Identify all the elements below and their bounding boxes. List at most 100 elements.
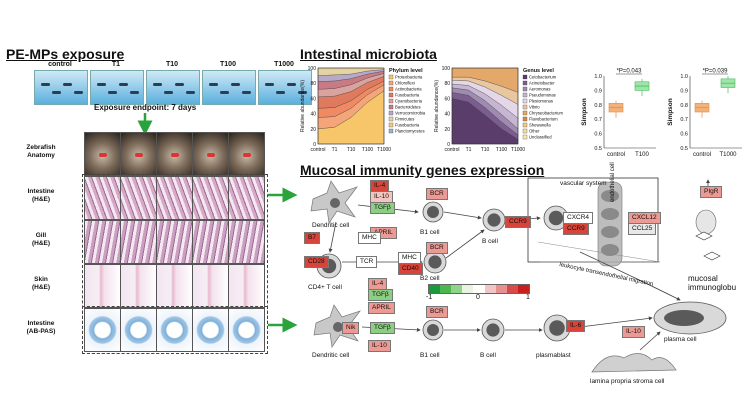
dendritic-cell-2-nucleus [333, 322, 343, 332]
phylum-svg-legend-title: Phylum level [389, 68, 423, 74]
histology-panel-2-3 [192, 220, 229, 264]
dendritic-cell-label-2: Dendritic cell [312, 352, 350, 359]
genus-svg-legend-label-8: Shewanella [529, 123, 551, 128]
histology-panel-1-2 [156, 176, 193, 220]
simpson2-ytick-4: 0.9 [680, 88, 688, 94]
endothelial-nucleus-0 [601, 190, 619, 202]
phylum-svg-legend-label-8: Fusobacteria [395, 123, 420, 128]
phylum-svg-ytick-2: 40 [310, 112, 316, 118]
simpson2-ytick-3: 0.8 [680, 103, 688, 109]
b-cell-label-1: B cell [482, 238, 498, 245]
row-label-2: Gill (H&E) [31, 232, 51, 247]
gene-il4b: IL-4 [368, 278, 388, 290]
scale-mid: 0 [476, 294, 480, 301]
simpson2-ylabel: Simpson [667, 98, 674, 125]
histology-panel-1-3 [192, 176, 229, 220]
phylum-svg-xtick-2: T10 [347, 147, 356, 153]
arrow-b1-b [443, 211, 482, 220]
gene-bcr2: BCR [426, 242, 448, 254]
genus-svg-legend-label-9: Other [529, 129, 540, 134]
scale-swatch-2 [451, 285, 463, 293]
phylum-svg-legend-swatch-6 [388, 110, 394, 116]
b1-cell-label-1: B1 cell [420, 229, 440, 236]
genus-svg-legend-swatch-10 [522, 134, 528, 140]
phylum-svg-legend-swatch-8 [388, 122, 394, 128]
phylum-svg-legend-swatch-4 [388, 98, 394, 104]
arrow-stroma-plasma [639, 331, 661, 351]
phylum-svg-xtick-0: control [310, 147, 325, 153]
histology-panel-1-1 [120, 176, 157, 220]
scale-swatch-1 [440, 285, 452, 293]
tank-image-3 [202, 70, 256, 105]
phylum-svg-legend-swatch-1 [388, 80, 394, 86]
scale-swatch-3 [462, 285, 474, 293]
histology-panel-0-2 [156, 132, 193, 176]
b-cell-vascular-nucleus [548, 210, 564, 226]
phylum-svg-legend-label-4: Cyanobacteria [395, 99, 423, 104]
simpson2-ytick-5: 1.0 [680, 74, 688, 80]
b1-cell-label-2: B1 cell [420, 352, 440, 359]
arrow-dc1-t [328, 221, 337, 253]
simpson1-pval: *P=0.043 [617, 69, 643, 75]
histology-panel-1-4 [228, 176, 265, 220]
scale-swatch-4 [473, 285, 485, 293]
gene-tgfb1: TGFβ [370, 202, 395, 214]
phylum-svg-legend-swatch-0 [388, 74, 394, 80]
histology-panel-0-1 [120, 132, 157, 176]
phylum-svg-legend-label-1: Chloroflexi [395, 81, 415, 86]
genus-svg-legend-swatch-3 [522, 92, 528, 98]
endothelial-nucleus-1 [601, 208, 619, 220]
endothelial-nucleus-2 [601, 226, 619, 238]
phylum-svg-legend-label-3: Fusobacteria [395, 93, 420, 98]
phylum-svg-xtick-3: T100 [362, 147, 374, 153]
dendritic-cell-1-nucleus [330, 198, 340, 208]
simpson2-pval: *P=0.039 [703, 69, 729, 75]
tank-label-0: control [48, 61, 72, 68]
genus-svg-xtick-2: T10 [481, 147, 490, 153]
genus-svg-xtick-0: control [444, 147, 459, 153]
phylum-svg-legend-label-6: Verrucomicrobia [395, 111, 426, 116]
genus-svg-legend-label-0: Cetobacterium [529, 75, 557, 80]
mucosal-immunoglobulin-label: mucosal immunoglobu [688, 274, 737, 292]
genus-svg-legend-label-5: Vibrio [529, 105, 540, 110]
tank-label-1: T1 [111, 61, 121, 68]
gene-mhc1: MHC [358, 232, 381, 244]
arrow-migration [579, 251, 681, 301]
phylum-svg-legend-label-9: Planctomycetes [395, 129, 425, 134]
gene-il10b: IL-10 [368, 340, 391, 352]
genus-svg-legend-label-4: Plesiomonas [529, 99, 553, 104]
simpson1-ytick-4: 0.9 [594, 88, 602, 94]
endothelial-cell-label: endothelial cell [610, 162, 616, 202]
cd4-t-cell-label: CD4+ T cell [308, 284, 342, 291]
gene-cd40: CD40 [398, 263, 423, 275]
genus-svg-legend-swatch-6 [522, 110, 528, 116]
immunity-title: Mucosal immunity genes expression [300, 162, 545, 178]
histology-dashed-box-bottom [82, 306, 268, 354]
vascular-system-label: vascular system [560, 180, 607, 187]
simpson1-ytick-3: 0.8 [594, 103, 602, 109]
simpson1-ytick-5: 1.0 [594, 74, 602, 80]
phylum-svg-ytick-4: 80 [310, 81, 316, 87]
phylum-svg-frame [317, 67, 385, 145]
simpson2-xtick-1: T1000 [719, 152, 737, 158]
gene-april2: APRIL [368, 302, 395, 314]
gene-b7: B7 [304, 232, 320, 244]
genus-svg-legend-label-6: Chryseobacterium [529, 111, 563, 116]
plasmablast-label: plasmablast [536, 352, 571, 359]
gene-tgfb2: TGFβ [368, 289, 393, 301]
vascular-wedge [537, 241, 661, 263]
gene-tcr: TCR [356, 256, 378, 268]
phylum-svg-legend-swatch-7 [388, 116, 394, 122]
histology-panel-3-0 [84, 264, 121, 308]
gene-il6: IL-6 [566, 320, 586, 332]
genus-svg-legend-swatch-0 [522, 74, 528, 80]
microbiota-title: Intestinal microbiota [300, 46, 437, 62]
histology-panel-4-0 [84, 308, 121, 352]
simpson1-ytick-2: 0.7 [594, 117, 602, 123]
b2-cell-nucleus [428, 255, 442, 269]
genus-svg-legend-swatch-7 [522, 116, 528, 122]
simpson1-xtick-0: control [607, 152, 625, 158]
stroma-cell-label: lamina propria stroma cell [590, 378, 665, 385]
tank-label-2: T10 [165, 61, 179, 68]
phylum-svg-ytick-0: 0 [313, 142, 316, 148]
